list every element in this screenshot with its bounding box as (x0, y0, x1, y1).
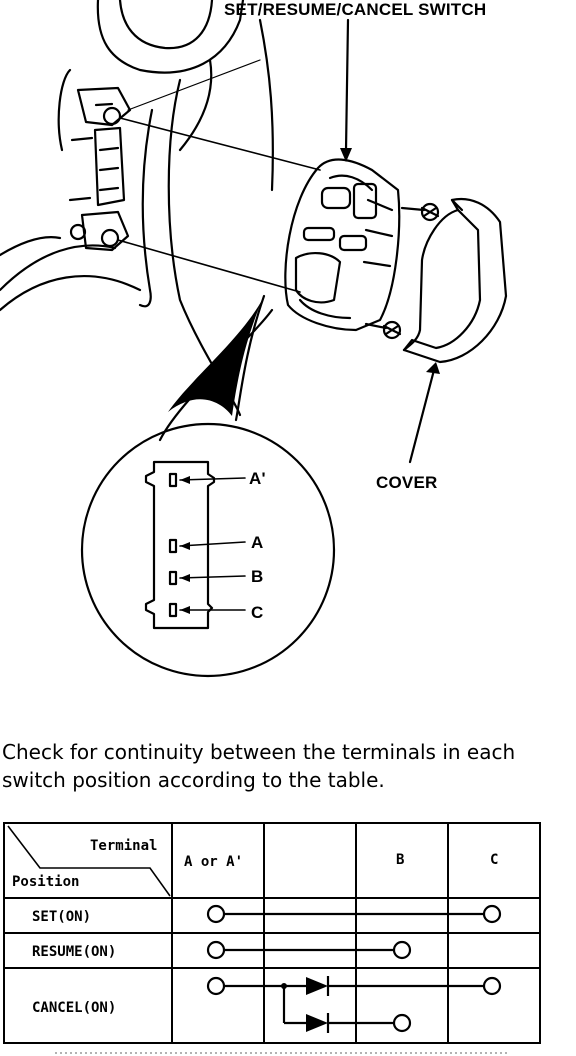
terminal-label-c: C (251, 603, 263, 622)
col-c: C (490, 852, 498, 868)
cancel-continuity (206, 976, 502, 1033)
continuity-table: Terminal Position A or A' B C SET(ON) RE… (3, 822, 541, 1044)
header-terminal: Terminal (90, 838, 157, 854)
terminal-label-a-prime: A' (249, 469, 266, 488)
terminal-label-b: B (251, 567, 263, 586)
instruction-line-1: Check for continuity between the termina… (2, 740, 516, 764)
diode-icon (306, 977, 328, 995)
switch-illustration: SET/RESUME/CANCEL SWITCH COVER A' A B C (0, 0, 508, 678)
diode-icon (306, 1014, 328, 1032)
resume-continuity (206, 940, 412, 960)
row-cancel-on: CANCEL(ON) (32, 1000, 116, 1016)
switch-label: SET/RESUME/CANCEL SWITCH (224, 0, 486, 19)
diode-icons (281, 977, 328, 1032)
row-resume-on: RESUME(ON) (32, 944, 116, 960)
header-position: Position (12, 874, 79, 890)
row-set-on: SET(ON) (32, 909, 91, 925)
col-a-or-a-prime: A or A' (184, 854, 243, 870)
col-b: B (396, 852, 404, 868)
instruction-text: Check for continuity between the termina… (2, 738, 574, 794)
terminal-label-a: A (251, 533, 263, 552)
set-continuity (206, 904, 502, 924)
cover-label: COVER (376, 473, 437, 492)
instruction-line-2: switch position according to the table. (2, 768, 385, 792)
bottom-dotted-rule (55, 1052, 510, 1054)
